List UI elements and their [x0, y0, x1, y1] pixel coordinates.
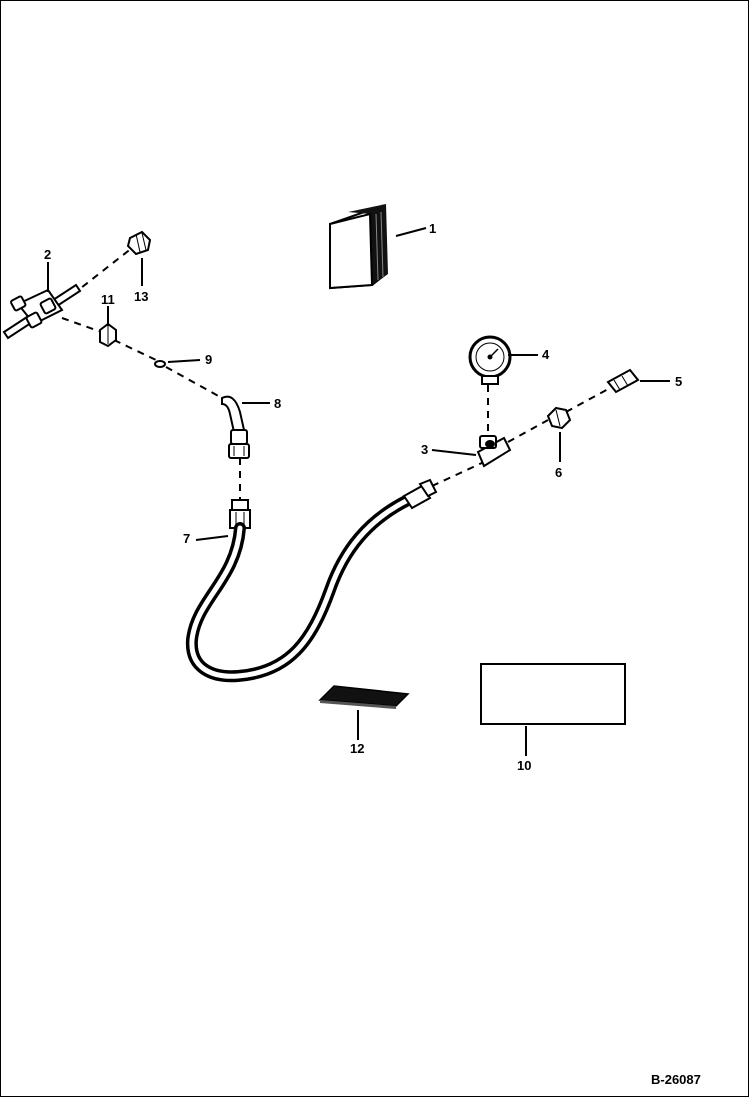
callouts: 1 2 3 4 5 6 7 8 9 10 11 12 13 — [44, 221, 682, 773]
callout-4: 4 — [542, 347, 550, 362]
callout-7: 7 — [183, 531, 190, 546]
callout-13: 13 — [134, 289, 148, 304]
tee-manifold-icon — [2, 283, 82, 340]
callout-2: 2 — [44, 247, 51, 262]
callout-12: 12 — [350, 741, 364, 756]
manual-box-icon — [329, 204, 388, 290]
decal-rectangle-icon — [480, 663, 626, 725]
tape-strip-icon — [318, 685, 410, 709]
plug-icon — [126, 230, 152, 256]
callout-9: 9 — [205, 352, 212, 367]
o-ring-icon — [154, 360, 166, 368]
hose-assembly-icon — [185, 478, 438, 683]
callout-1: 1 — [429, 221, 436, 236]
callout-11: 11 — [101, 292, 115, 307]
leader-lines — [47, 227, 670, 756]
nipple-fitting-icon — [606, 368, 640, 394]
callout-5: 5 — [675, 374, 682, 389]
callout-6: 6 — [555, 465, 562, 480]
callout-10: 10 — [517, 758, 531, 773]
nut-icon — [546, 406, 572, 430]
tee-fitting-icon — [476, 435, 512, 468]
pressure-gauge-icon — [468, 335, 512, 385]
elbow-fitting-icon — [221, 395, 250, 459]
adapter-nut-icon — [99, 322, 117, 348]
callout-3: 3 — [421, 442, 428, 457]
drawing-number: B-26087 — [651, 1072, 701, 1087]
connection-lines — [61, 247, 611, 500]
callout-8: 8 — [274, 396, 281, 411]
